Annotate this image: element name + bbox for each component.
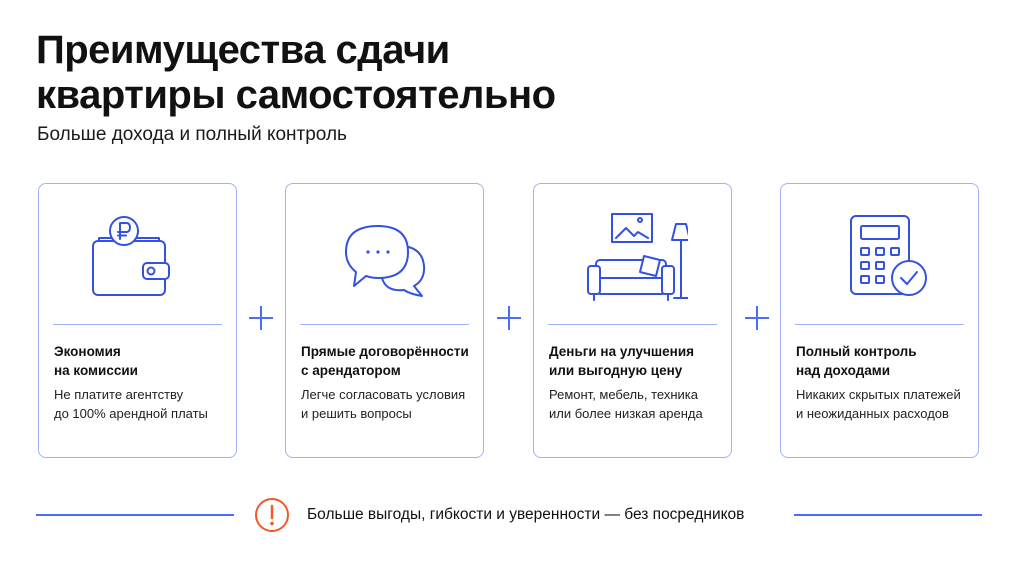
card-title-line: Полный контроль xyxy=(796,344,917,359)
card-description: Ремонт, мебель, техника или более низкая… xyxy=(549,385,723,423)
card-title-line: Экономия xyxy=(54,344,121,359)
card-description: Не платите агентству до 100% арендной пл… xyxy=(54,385,228,423)
card-text-line: до 100% арендной платы xyxy=(54,406,208,421)
plus-icon xyxy=(745,306,769,330)
chat-bubbles-icon xyxy=(344,225,425,297)
card-title-line: с арендатором xyxy=(301,363,401,378)
card-text-line: Не платите агентству xyxy=(54,387,184,402)
card-divider xyxy=(548,324,717,325)
card-title-line: над доходами xyxy=(796,363,891,378)
card-divider xyxy=(300,324,469,325)
card-title-line: Деньги на улучшения xyxy=(549,344,694,359)
card-text-line: и решить вопросы xyxy=(301,406,412,421)
card-title: Деньги на улучшения или выгодную цену xyxy=(549,342,723,380)
page-subtitle: Больше дохода и полный контроль xyxy=(37,124,347,145)
card-description: Никаких скрытых платежей и неожиданных р… xyxy=(796,385,970,423)
card-title: Экономия на комиссии xyxy=(54,342,228,380)
card-title-line: на комиссии xyxy=(54,363,138,378)
benefit-card-commission: Экономия на комиссии Не платите агентств… xyxy=(38,183,237,458)
card-title-line: Прямые договорённости xyxy=(301,344,469,359)
footer-divider-left xyxy=(36,514,234,516)
card-title: Полный контроль над доходами xyxy=(796,342,970,380)
card-text-line: и неожиданных расходов xyxy=(796,406,949,421)
footer-message: Больше выгоды, гибкости и уверенности — … xyxy=(307,506,745,523)
exclamation-circle-icon xyxy=(255,498,289,532)
card-divider xyxy=(795,324,964,325)
card-text-line: Никаких скрытых платежей xyxy=(796,387,961,402)
plus-icon xyxy=(249,306,273,330)
card-title-line: или выгодную цену xyxy=(549,363,683,378)
plus-icon xyxy=(497,306,521,330)
page-title-line-1: Преимущества сдачи xyxy=(36,28,450,72)
benefits-cards: Экономия на комиссии Не платите агентств… xyxy=(38,183,982,458)
page-title-line-2: квартиры самостоятельно xyxy=(36,73,556,117)
footer-divider-right xyxy=(794,514,982,516)
card-description: Легче согласовать условия и решить вопро… xyxy=(301,385,475,423)
card-title: Прямые договорённости с арендатором xyxy=(301,342,475,380)
card-text-line: Легче согласовать условия xyxy=(301,387,466,402)
card-divider xyxy=(53,324,222,325)
benefit-card-direct-agreements: Прямые договорённости с арендатором Легч… xyxy=(285,183,484,458)
calculator-check-icon xyxy=(849,215,927,296)
wallet-ruble-icon xyxy=(91,216,170,296)
page-title: Преимущества сдачи квартиры самостоятель… xyxy=(36,28,556,118)
living-room-icon xyxy=(586,213,688,301)
benefit-card-income-control: Полный контроль над доходами Никаких скр… xyxy=(780,183,979,458)
benefit-card-improvements: Деньги на улучшения или выгодную цену Ре… xyxy=(533,183,732,458)
card-text-line: Ремонт, мебель, техника xyxy=(549,387,699,402)
card-text-line: или более низкая аренда xyxy=(549,406,703,421)
